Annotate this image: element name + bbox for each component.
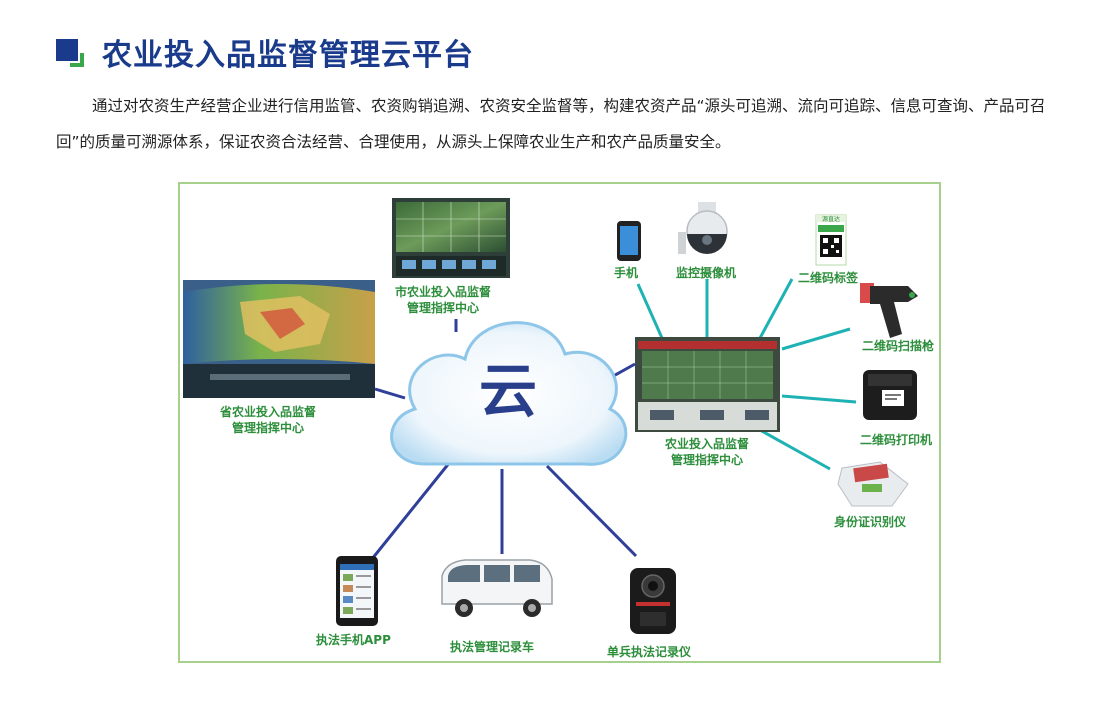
id-reader-icon [837, 461, 909, 507]
cloud-shape [390, 321, 628, 466]
architecture-diagram: 源直达 [178, 182, 941, 663]
county-center-image [635, 337, 780, 432]
header-mark-icon [56, 35, 90, 69]
link-app [366, 451, 460, 565]
links-teal [636, 278, 857, 471]
label-province-center: 省农业投入品监督 管理指挥中心 [220, 405, 317, 435]
svg-text:源直达: 源直达 [822, 215, 840, 223]
link-idreader [759, 428, 831, 471]
link-qr [758, 278, 794, 339]
label-county-center: 农业投入品监督 管理指挥中心 [665, 437, 750, 467]
label-vehicle: 执法管理记录车 [450, 640, 535, 654]
section-header: 农业投入品监督管理云平台 [56, 30, 474, 74]
printer-icon [863, 370, 917, 420]
body-camera-icon [630, 568, 676, 634]
link-printer [781, 394, 857, 404]
label-city-center: 市农业投入品监督 管理指挥中心 [395, 285, 492, 315]
intro-paragraph: 通过对农资生产经营企业进行信用监管、农资购销追溯、农资安全监督等，构建农资产品“… [56, 97, 1046, 151]
city-center-image [392, 198, 510, 278]
label-app: 执法手机APP [316, 633, 391, 647]
label-qr: 二维码标签 [798, 271, 859, 285]
label-printer: 二维码打印机 [860, 433, 933, 447]
phone-icon [617, 221, 641, 261]
link-phone [636, 283, 664, 339]
qr-label-icon: 源直达 [815, 214, 847, 266]
scanner-icon [860, 283, 918, 338]
link-scanner [781, 327, 851, 351]
label-scanner: 二维码扫描枪 [862, 339, 935, 353]
link-bodycam [545, 464, 638, 558]
label-camera: 监控摄像机 [676, 266, 737, 280]
link-province [374, 387, 406, 400]
camera-icon [678, 202, 728, 254]
diagram-canvas: 源直达 [183, 198, 918, 634]
label-id-reader: 身份证识别仪 [834, 515, 907, 529]
app-phone-icon [336, 556, 378, 626]
cloud-label: 云 [478, 357, 537, 425]
label-phone: 手机 [614, 266, 639, 280]
label-body-cam: 单兵执法记录仪 [607, 645, 692, 659]
page-title: 农业投入品监督管理云平台 [102, 38, 474, 73]
province-center-image [183, 280, 375, 398]
vehicle-icon [441, 559, 553, 617]
